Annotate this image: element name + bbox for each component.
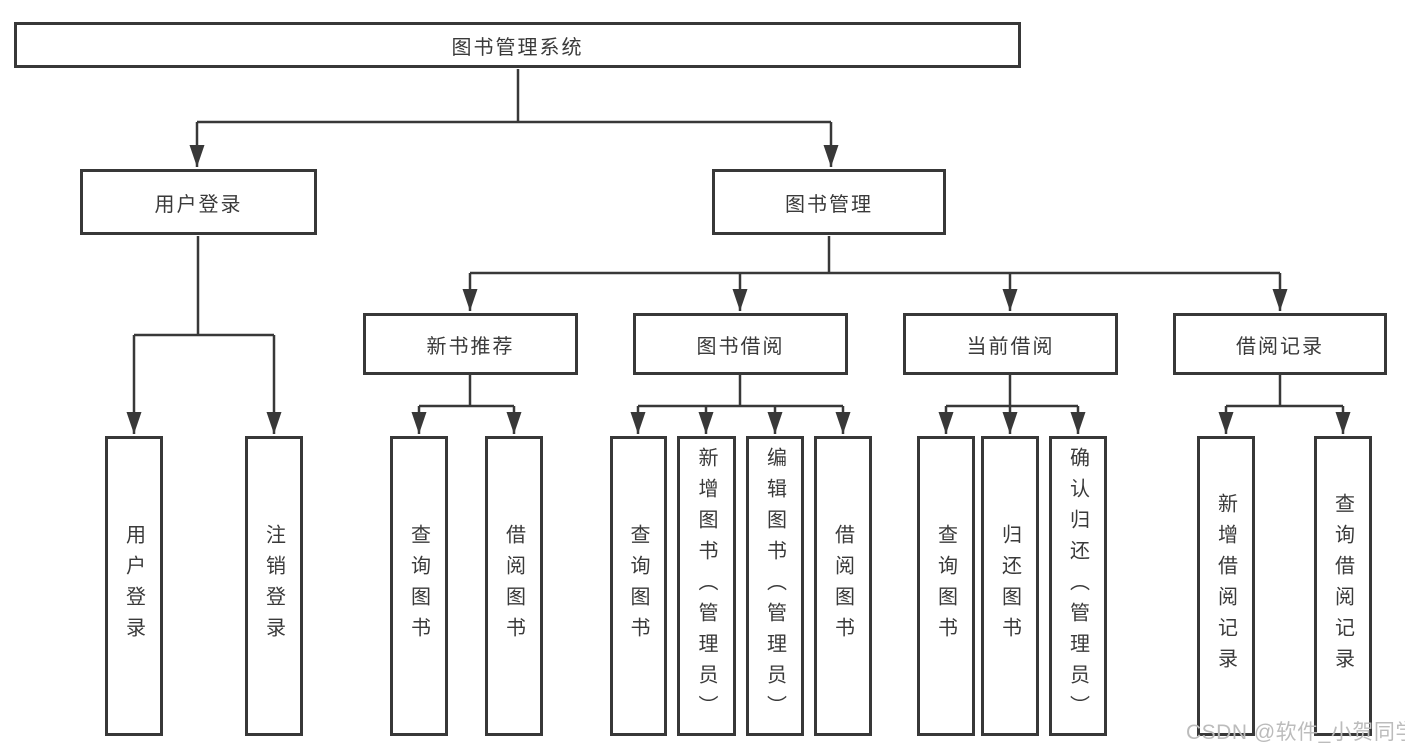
- node-user-login-label: 用户登录: [154, 193, 243, 216]
- leaf-borrow-books-label: 借阅图书: [831, 524, 854, 648]
- leaf-confirm-return-admin-label: 确认归还（管理员）: [1066, 446, 1089, 726]
- leaf-query-books-recommend: 查询图书: [390, 436, 448, 736]
- leaf-add-borrow-record: 新增借阅记录: [1197, 436, 1255, 736]
- node-new-book-recommendation: 新书推荐: [363, 313, 578, 375]
- leaf-query-borrow-record: 查询借阅记录: [1314, 436, 1372, 736]
- leaf-query-books-current: 查询图书: [917, 436, 975, 736]
- leaf-query-books-current-label: 查询图书: [934, 524, 957, 648]
- leaf-logout-login-label: 注销登录: [262, 524, 285, 648]
- node-library-system-label: 图书管理系统: [451, 36, 584, 59]
- leaf-add-books-admin: 新增图书（管理员）: [677, 436, 736, 736]
- node-user-login: 用户登录: [80, 169, 317, 235]
- leaf-add-books-admin-label: 新增图书（管理员）: [695, 446, 717, 726]
- leaf-edit-books-admin: 编辑图书（管理员）: [746, 436, 804, 736]
- leaf-query-books-recommend-label: 查询图书: [407, 524, 430, 648]
- node-current-borrowing-label: 当前借阅: [966, 335, 1055, 358]
- leaf-user-login-label: 用户登录: [122, 524, 145, 648]
- leaf-borrow-books: 借阅图书: [814, 436, 872, 736]
- leaf-return-books: 归还图书: [981, 436, 1039, 736]
- node-borrowing-records: 借阅记录: [1173, 313, 1387, 375]
- leaf-query-books-borrowing-label: 查询图书: [627, 524, 649, 648]
- leaf-query-borrow-record-label: 查询借阅记录: [1331, 493, 1354, 679]
- node-library-system: 图书管理系统: [14, 22, 1021, 68]
- leaf-edit-books-admin-label: 编辑图书（管理员）: [763, 446, 786, 726]
- node-book-management: 图书管理: [712, 169, 946, 235]
- leaf-borrow-books-recommend: 借阅图书: [485, 436, 543, 736]
- node-book-borrowing-label: 图书借阅: [696, 335, 785, 358]
- node-new-book-recommendation-label: 新书推荐: [426, 335, 515, 358]
- leaf-borrow-books-recommend-label: 借阅图书: [502, 524, 525, 648]
- node-borrowing-records-label: 借阅记录: [1236, 335, 1324, 358]
- node-book-borrowing: 图书借阅: [633, 313, 848, 375]
- csdn-watermark: CSDN @软件_小贺同学: [1186, 721, 1405, 744]
- leaf-user-login: 用户登录: [105, 436, 163, 736]
- node-current-borrowing: 当前借阅: [903, 313, 1118, 375]
- leaf-confirm-return-admin: 确认归还（管理员）: [1049, 436, 1107, 736]
- leaf-logout-login: 注销登录: [245, 436, 303, 736]
- leaf-query-books-borrowing: 查询图书: [610, 436, 667, 736]
- leaf-add-borrow-record-label: 新增借阅记录: [1214, 493, 1237, 679]
- node-book-management-label: 图书管理: [785, 193, 873, 216]
- leaf-return-books-label: 归还图书: [998, 524, 1021, 648]
